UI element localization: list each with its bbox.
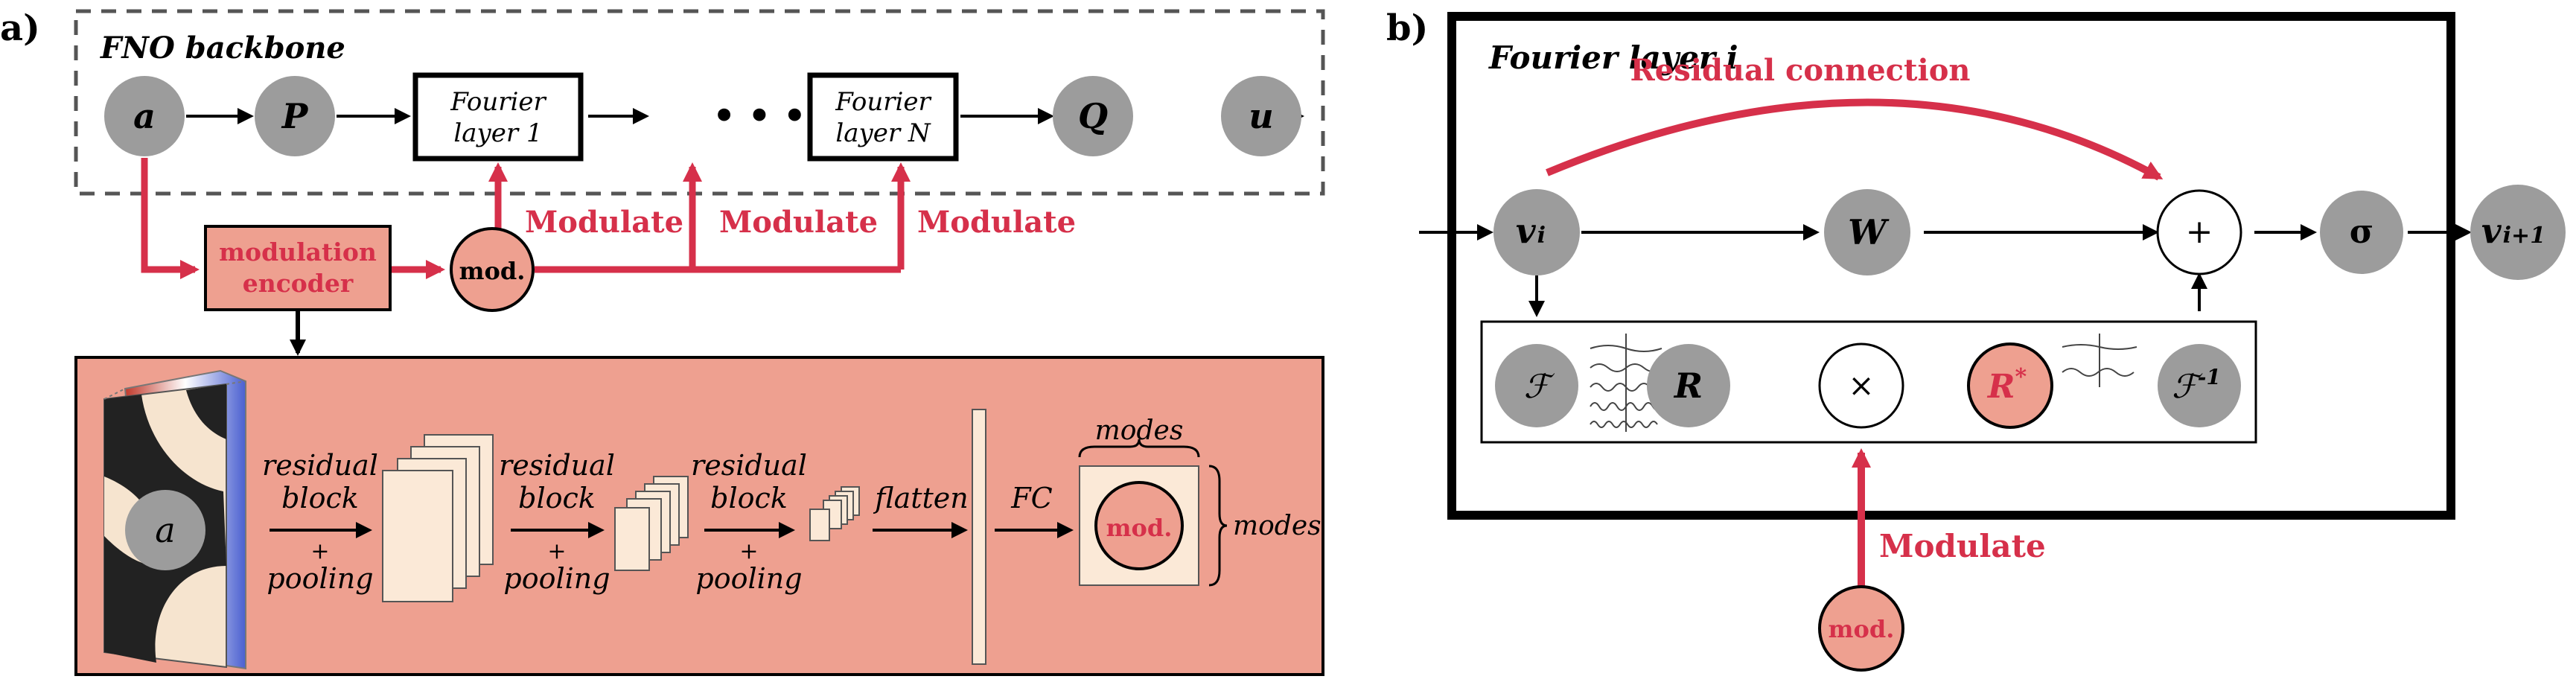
stage2-line2: block — [518, 482, 596, 514]
flatten-label: flatten — [873, 482, 969, 514]
fourier-layer-n-line1: Fourier — [835, 87, 931, 117]
sum-circle — [2156, 189, 2242, 275]
stage3-line2: block — [710, 482, 788, 514]
modes-right-brace — [1208, 465, 1228, 587]
stage1-line3: pooling — [267, 562, 373, 595]
ellipsis: • • • — [712, 95, 806, 137]
stage3-plus: + — [739, 538, 758, 564]
modulation-encoder-box — [204, 225, 392, 311]
mod-node-label: mod. — [459, 257, 526, 285]
panel-b: b) Fourier layer i Residual connection v… — [1386, 7, 2566, 672]
node-u-circle — [1221, 76, 1301, 156]
fourier-circle — [1495, 344, 1578, 427]
sum-label: + — [2186, 213, 2213, 251]
node-q-label: Q — [1078, 96, 1108, 136]
input-a-circle — [125, 490, 205, 570]
modes-mod-label: mod. — [1106, 514, 1173, 542]
modulation-encoder-line2: encoder — [243, 269, 354, 298]
flatten-vector — [972, 409, 986, 665]
fourier-layer-n-box — [807, 72, 959, 162]
stage2-line1: residual — [499, 449, 615, 482]
modulate-label-3: Modulate — [917, 205, 1076, 240]
modulation-encoder-line1: modulation — [219, 238, 377, 267]
stage2-line3: pooling — [503, 562, 610, 595]
fourier-layer-1-line1: Fourier — [450, 87, 546, 117]
fourier-layer-n-line2: layer N — [835, 118, 931, 148]
r-star-circle — [1967, 342, 2053, 429]
inverse-fourier-circle — [2158, 344, 2241, 427]
feature-maps-1 — [382, 434, 494, 602]
w-label: W — [1848, 212, 1890, 252]
panel-a: a) FNO backbone a P Fourier layer 1 • • … — [0, 7, 1325, 676]
r-label: R — [1673, 366, 1703, 406]
truncated-modes-glyph — [2062, 334, 2137, 387]
v-out-circle — [2470, 185, 2566, 280]
multiply-label: × — [1848, 367, 1874, 404]
modes-right-label: modes — [1233, 511, 1322, 541]
stage3-line1: residual — [691, 449, 807, 482]
fourier-layer-box — [1447, 12, 2455, 520]
feature-maps-3 — [809, 486, 860, 541]
inverse-fourier-label: ℱ-1 — [2172, 365, 2221, 406]
node-q-circle — [1053, 76, 1133, 156]
residual-connection-label: Residual connection — [1630, 53, 1971, 88]
feature-maps-2 — [614, 476, 689, 571]
v-in-label: vi — [1516, 211, 1546, 251]
node-p-circle — [255, 76, 335, 156]
modes-mod-circle — [1094, 481, 1184, 570]
node-u-label: u — [1249, 96, 1273, 136]
stage1-line2: block — [281, 482, 359, 514]
sigma-label: σ — [2350, 213, 2373, 251]
modulate-label-2: Modulate — [719, 205, 878, 240]
panel-a-tag: a) — [0, 7, 40, 49]
v-in-circle — [1493, 189, 1580, 275]
stage1-plus: + — [310, 538, 329, 564]
node-a-label: a — [133, 96, 156, 136]
panel-b-tag: b) — [1386, 7, 1428, 49]
modulate-label-1: Modulate — [525, 205, 683, 240]
fno-backbone-box — [74, 9, 1325, 196]
fc-label: FC — [1010, 482, 1052, 514]
w-circle — [1824, 189, 1910, 275]
residual-connection-arrow — [1546, 98, 2164, 181]
mod-node-b-circle — [1818, 585, 1904, 672]
fno-backbone-title: FNO backbone — [100, 31, 345, 66]
input-a-label: a — [155, 510, 175, 550]
mod-node-b-label: mod. — [1829, 615, 1895, 643]
fourier-layer-title: Fourier layer i — [1488, 39, 1738, 76]
node-a-circle — [104, 76, 185, 156]
stage3-line3: pooling — [695, 562, 802, 595]
v-out-label: vi+1 — [2481, 211, 2545, 251]
r-star-label: R* — [1986, 364, 2027, 406]
fourier-layer-1-line2: layer 1 — [453, 118, 542, 148]
fourier-layer-1-box — [412, 72, 584, 162]
input-field-image: a — [103, 369, 246, 670]
modulate-label: Modulate — [1879, 528, 2046, 564]
multiply-circle — [1818, 342, 1904, 429]
sigma-circle — [2320, 191, 2403, 274]
mod-node-circle — [450, 227, 535, 312]
stage2-plus: + — [547, 538, 566, 564]
stage1-line1: residual — [262, 449, 378, 482]
modes-top-brace — [1078, 439, 1200, 458]
node-p-label: P — [281, 96, 309, 136]
r-circle — [1647, 344, 1730, 427]
modulation-paths — [141, 158, 911, 279]
